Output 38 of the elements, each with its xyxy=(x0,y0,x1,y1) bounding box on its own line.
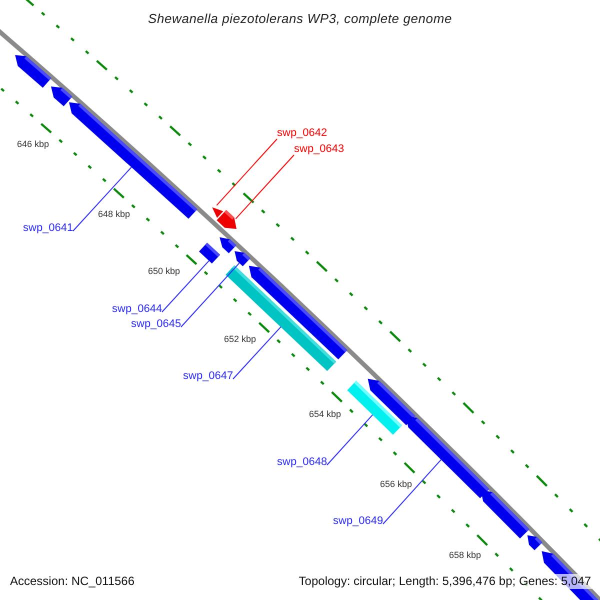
position-label: 658 kbp xyxy=(449,550,482,561)
position-label: 646 kbp xyxy=(17,139,50,150)
gene-feature xyxy=(212,207,224,218)
genome-stats-text: Topology: circular; Length: 5,396,476 bp; Genes: 5,047 xyxy=(298,574,592,589)
leader-line xyxy=(232,326,282,380)
gene-feature xyxy=(527,535,542,550)
gene-feature xyxy=(347,380,402,435)
gene-label: swp_0649 xyxy=(333,515,384,528)
gene-feature xyxy=(15,55,52,88)
gene-feature xyxy=(226,265,336,371)
gene-label: swp_0644 xyxy=(112,303,162,316)
gene-label: swp_0647 xyxy=(183,370,234,383)
gene-label: swp_0642 xyxy=(277,127,328,140)
position-label: 656 kbp xyxy=(380,479,412,490)
leader-line xyxy=(180,262,240,328)
gene-feature xyxy=(69,102,198,219)
gene-label: swp_0643 xyxy=(294,143,344,156)
gene-feature xyxy=(220,237,236,254)
leader-line xyxy=(162,260,210,312)
leader-line xyxy=(235,154,294,220)
leader-line xyxy=(382,459,442,524)
position-label: 654 kbp xyxy=(309,409,342,420)
gene-label: swp_0641 xyxy=(23,222,74,235)
gene-feature xyxy=(480,490,530,538)
leader-line xyxy=(72,166,132,232)
position-label: 650 kbp xyxy=(148,266,180,277)
gene-feature xyxy=(51,86,72,106)
gene-feature xyxy=(199,242,220,264)
gene-feature xyxy=(234,251,250,266)
leader-line xyxy=(216,138,278,206)
gene-feature xyxy=(216,210,236,229)
gene-label: swp_0645 xyxy=(131,318,182,331)
accession-text: Accession: NC_011566 xyxy=(9,574,136,589)
position-label: 652 kbp xyxy=(224,334,256,345)
leader-line xyxy=(326,414,374,466)
gene-label: swp_0648 xyxy=(277,456,328,469)
title: Shewanella piezotolerans WP3, complete genome xyxy=(147,10,453,28)
position-label: 648 kbp xyxy=(98,209,130,220)
